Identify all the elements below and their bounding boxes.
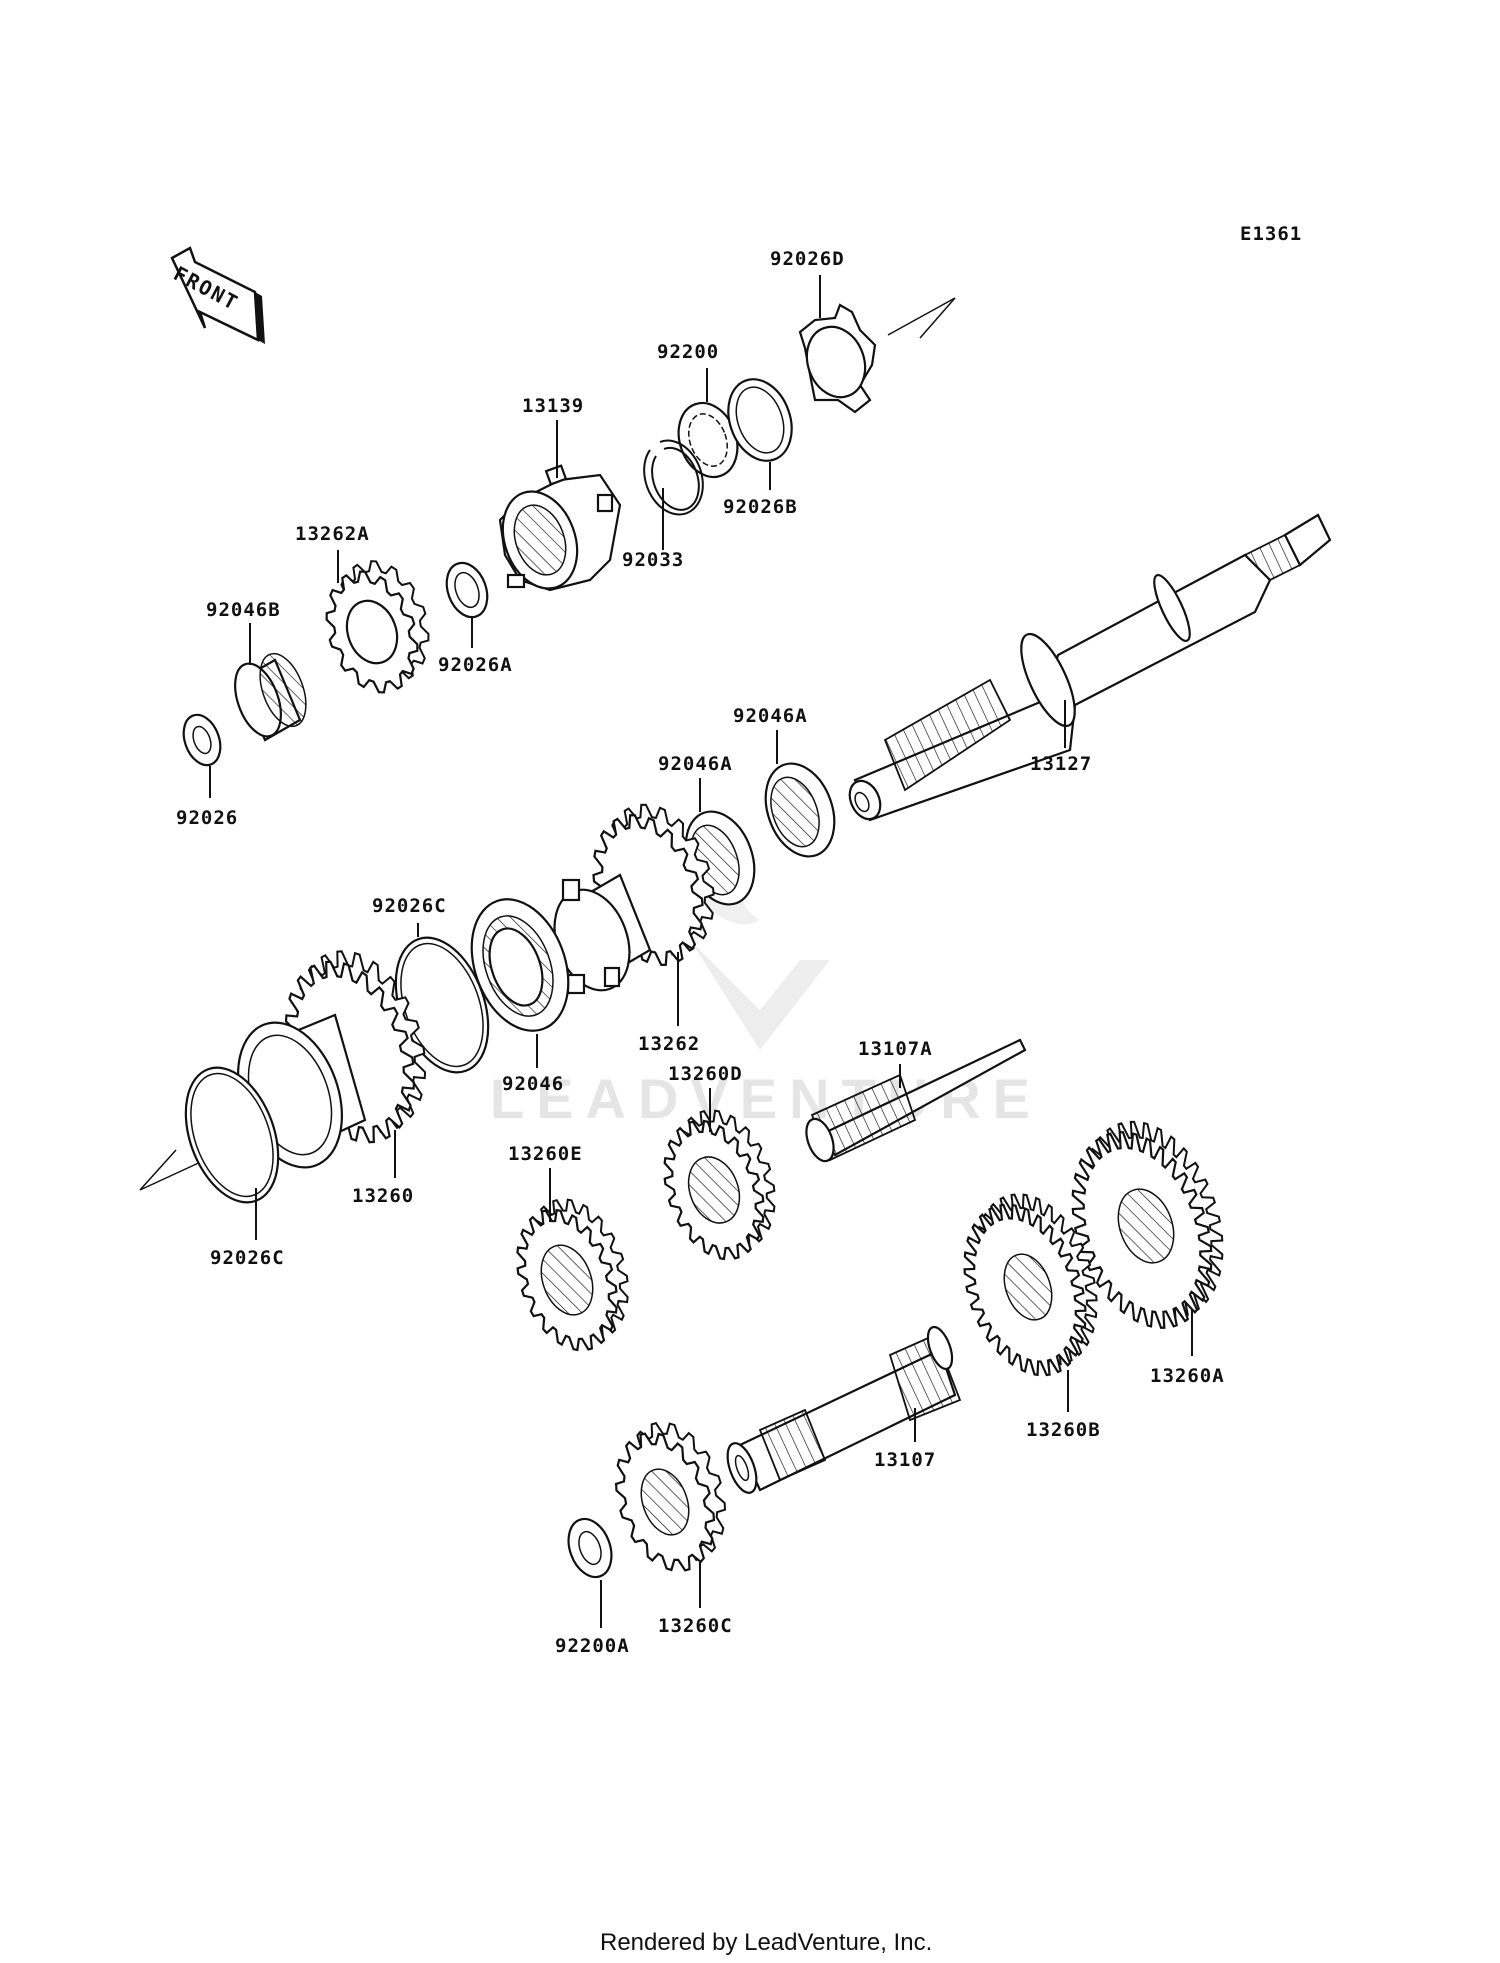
- part-13260E: [516, 1198, 629, 1352]
- diagram-code: E1361: [1240, 223, 1302, 245]
- label-13262A: 13262A: [295, 523, 370, 545]
- front-arrow-icon: FRONT: [170, 246, 265, 344]
- part-92026C-lower: [184, 1066, 280, 1204]
- leader-lines: [209, 275, 1193, 1628]
- label-92200: 92200: [657, 341, 719, 363]
- label-13260A: 13260A: [1150, 1365, 1225, 1387]
- part-13262A: [325, 560, 430, 694]
- label-92046A-lower: 92046A: [658, 753, 733, 775]
- label-13260C: 13260C: [658, 1615, 733, 1637]
- part-labels: 92026D 92200 13139 92026B 92033 13262A 9…: [176, 248, 1225, 1657]
- part-13127: [848, 513, 1332, 822]
- part-13260A: [1071, 1120, 1224, 1329]
- part-13260B: [963, 1193, 1098, 1377]
- part-92026: [182, 713, 222, 767]
- part-92046B: [234, 652, 307, 742]
- label-92026C-lower: 92026C: [210, 1247, 285, 1269]
- label-13260E: 13260E: [508, 1143, 583, 1165]
- part-92026A: [445, 561, 489, 619]
- label-13127: 13127: [1030, 753, 1092, 775]
- label-13260: 13260: [352, 1185, 414, 1207]
- label-92046: 92046: [502, 1073, 564, 1095]
- part-92200A: [567, 1517, 613, 1579]
- part-13107A: [805, 1038, 1027, 1163]
- label-92046B: 92046B: [206, 599, 281, 621]
- label-13260D: 13260D: [668, 1063, 743, 1085]
- label-92033: 92033: [622, 549, 684, 571]
- part-92046A-upper: [764, 762, 836, 858]
- part-13262: [553, 803, 715, 995]
- part-92026B: [727, 378, 793, 462]
- label-13107: 13107: [874, 1449, 936, 1471]
- label-92026: 92026: [176, 807, 238, 829]
- label-13262: 13262: [638, 1033, 700, 1055]
- part-92026D: [798, 303, 877, 414]
- label-13260B: 13260B: [1026, 1419, 1101, 1441]
- label-92026A: 92026A: [438, 654, 513, 676]
- label-92046A-upper: 92046A: [733, 705, 808, 727]
- label-92026B: 92026B: [723, 496, 798, 518]
- part-13139: [498, 464, 622, 592]
- axis-lines: [139, 297, 956, 1191]
- part-13260D: [663, 1109, 776, 1261]
- label-13139: 13139: [522, 395, 584, 417]
- label-92026D: 92026D: [770, 248, 845, 270]
- part-13107: [726, 1325, 962, 1494]
- part-92046: [470, 898, 570, 1032]
- label-92200A: 92200A: [555, 1635, 630, 1657]
- label-92026C-upper: 92026C: [372, 895, 447, 917]
- label-13107A: 13107A: [858, 1038, 933, 1060]
- part-13260C: [614, 1422, 727, 1572]
- footer-credit: Rendered by LeadVenture, Inc.: [600, 1929, 932, 1956]
- part-92033: [643, 439, 704, 516]
